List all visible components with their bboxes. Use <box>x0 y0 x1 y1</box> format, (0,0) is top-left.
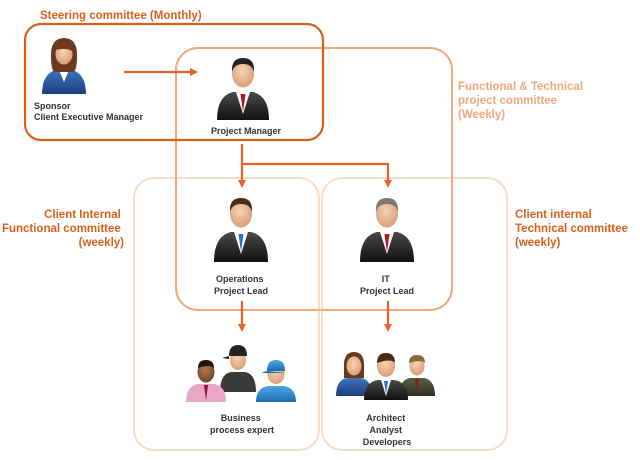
arrow-pm-to-it <box>242 162 392 188</box>
connector-arrows <box>124 68 392 332</box>
client-functional-committee-box <box>133 177 320 451</box>
it-lead-icon <box>360 198 414 262</box>
sponsor-label: Sponsor Client Executive Manager <box>34 101 144 122</box>
operations-lead-label: Operations Project Lead <box>214 274 268 296</box>
project-manager-label: Project Manager <box>211 126 282 136</box>
tech-team-label: Architect Analyst Developers <box>363 413 412 447</box>
team-group-icon <box>336 352 435 400</box>
steering-committee-box <box>23 22 325 142</box>
functional-technical-committee-box <box>175 47 453 311</box>
client-technical-committee-box <box>321 177 508 451</box>
client-technical-committee-title: Client internal Technical committee (wee… <box>515 209 631 249</box>
operations-lead-icon <box>214 198 268 262</box>
functional-technical-committee-title: Functional & Technical project committee… <box>458 81 586 121</box>
steering-committee-title: Steering committee (Monthly) <box>40 10 202 22</box>
it-lead-label: IT Project Lead <box>360 274 414 296</box>
workers-group-icon <box>186 345 296 402</box>
client-functional-committee-title: Client Internal Functional committee (we… <box>2 209 124 249</box>
businesswoman-icon <box>42 38 86 94</box>
business-expert-label: Business process expert <box>210 413 274 435</box>
manager-icon <box>217 58 269 120</box>
